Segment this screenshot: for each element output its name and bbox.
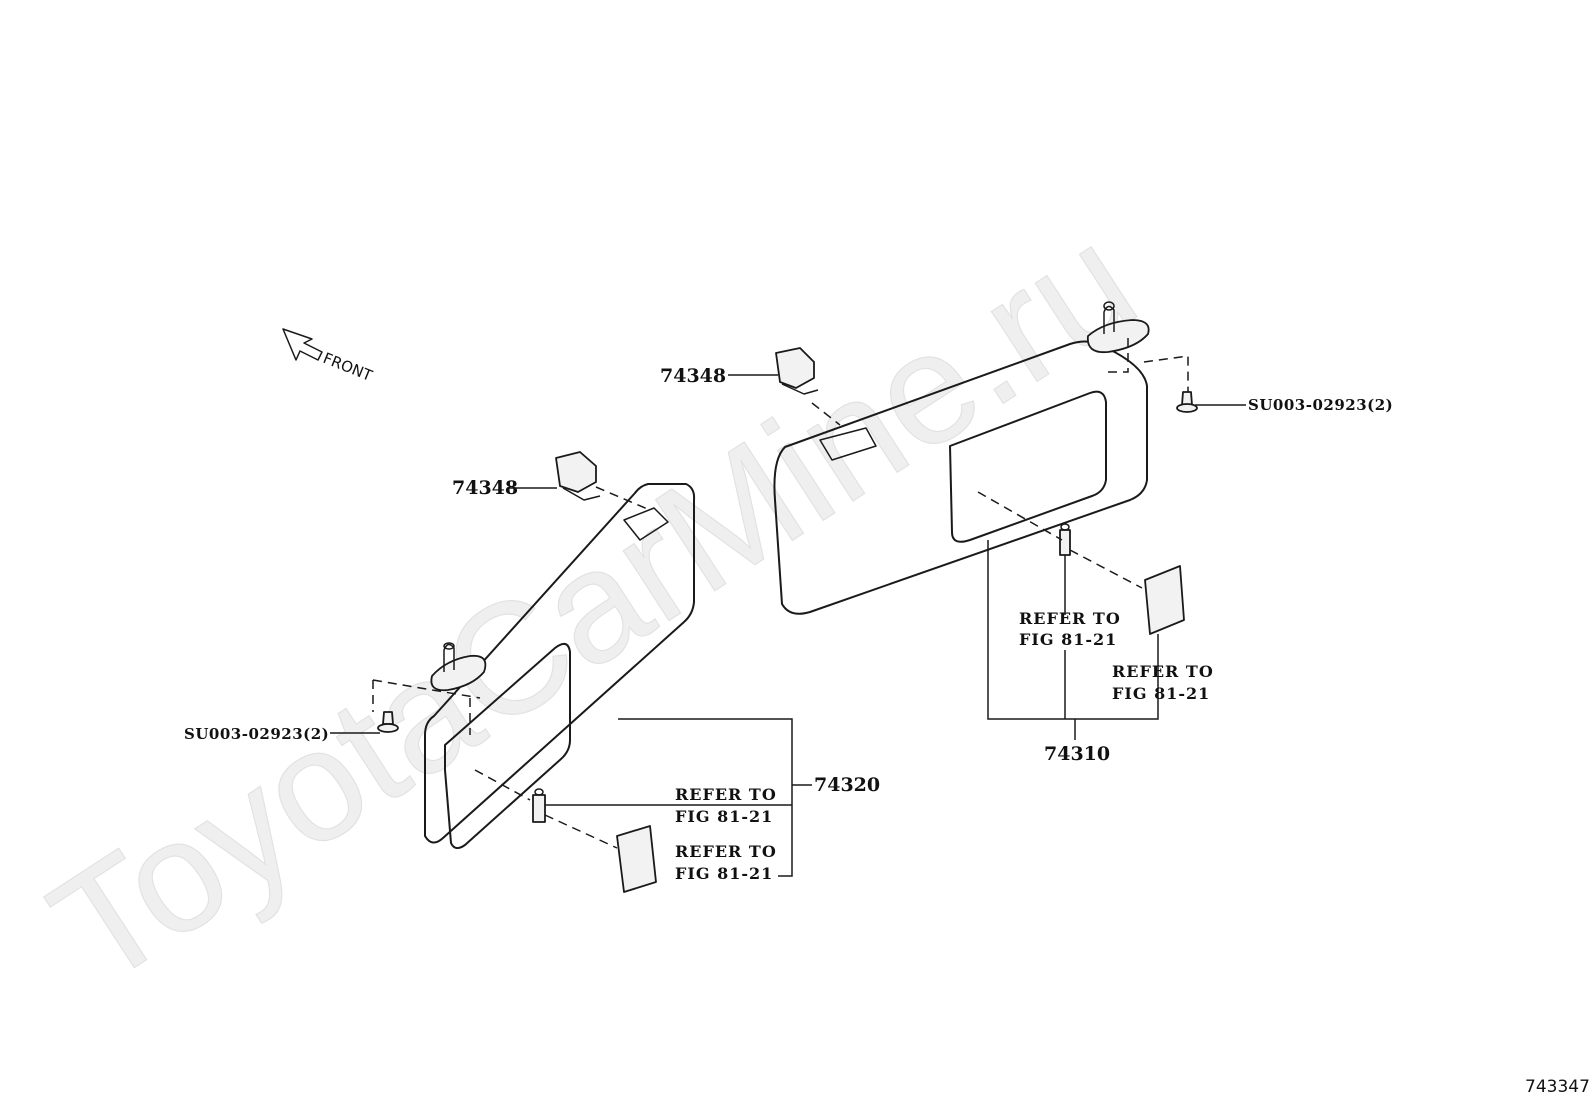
left-sun-visor — [424, 483, 696, 893]
front-label: FRONT — [321, 349, 376, 385]
refer-left-lamp-line1: REFER TO — [675, 785, 777, 804]
label-screw-left: SU003-02923(2) — [184, 725, 329, 743]
label-74348-left: 74348 — [452, 477, 518, 499]
right-screw — [1176, 391, 1198, 413]
refer-right-cover-line2: FIG 81-21 — [1112, 684, 1210, 703]
watermark: ToyotaCarMine.ru — [23, 192, 1165, 1019]
left-visor-clip — [555, 451, 601, 501]
refer-right-lamp-line2: FIG 81-21 — [1019, 630, 1117, 649]
refer-right-cover-line1: REFER TO — [1112, 662, 1214, 681]
figure-id: 743347 — [1525, 1077, 1590, 1097]
label-74320: 74320 — [814, 774, 880, 796]
label-74310: 74310 — [1044, 743, 1110, 765]
refer-left-cover-line1: REFER TO — [675, 842, 777, 861]
refer-right-lamp-line1: REFER TO — [1019, 609, 1121, 628]
refer-left-cover-line2: FIG 81-21 — [675, 864, 773, 883]
label-74348-right: 74348 — [660, 365, 726, 387]
refer-left-lamp-line2: FIG 81-21 — [675, 807, 773, 826]
label-screw-right: SU003-02923(2) — [1248, 396, 1393, 414]
left-screw — [377, 711, 399, 733]
right-sun-visor — [773, 301, 1185, 635]
front-arrow-icon — [282, 328, 323, 361]
right-visor-clip — [775, 347, 819, 395]
